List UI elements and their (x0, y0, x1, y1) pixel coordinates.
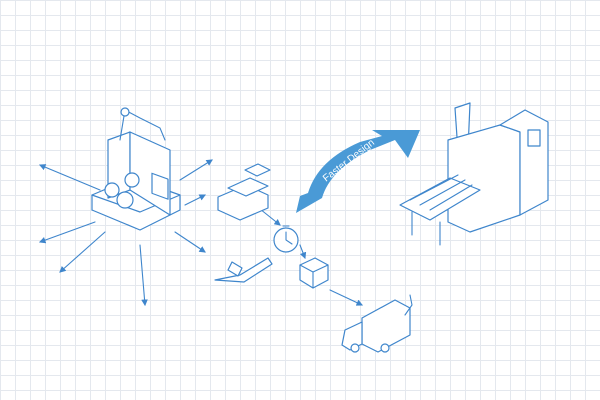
stopwatch-icon (273, 225, 299, 253)
arrow-shape (296, 130, 420, 213)
truck-icon (341, 294, 413, 353)
mold-icon (217, 163, 271, 221)
robot-machine-icon (91, 107, 181, 231)
radiating-arrows (38, 159, 363, 307)
box-icon (299, 257, 329, 289)
factory-conveyor-icon (399, 102, 549, 246)
faster-design-arrow[interactable]: Faster Design (296, 130, 420, 213)
wrench-icon (214, 257, 273, 283)
